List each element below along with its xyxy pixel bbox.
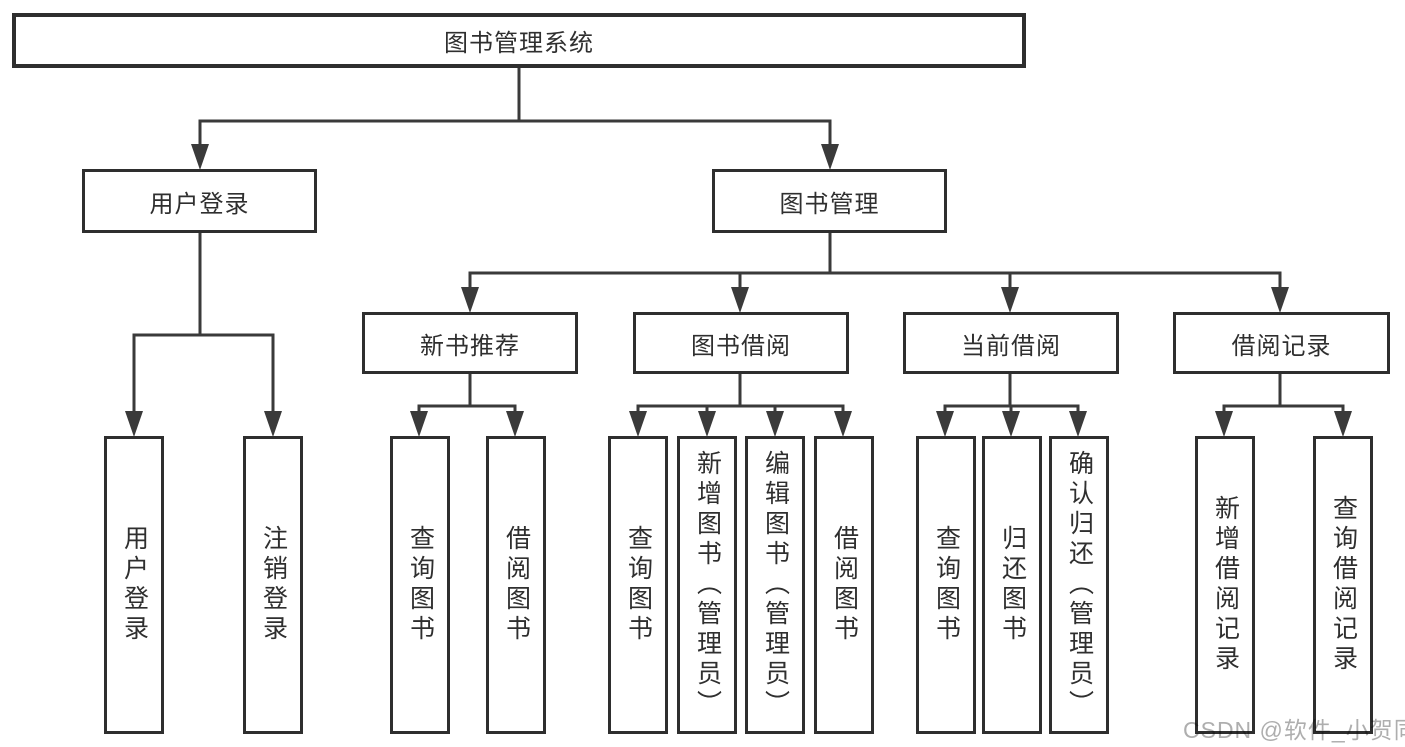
node-label: 用户登录: [149, 190, 250, 218]
node-library-management-system: 图书管理系统: [12, 13, 1026, 68]
leaf-label: 注销登录: [259, 525, 288, 645]
csdn-watermark: CSDN @软件_小贺同学: [1183, 717, 1405, 743]
node-new-book-recommendation: 新书推荐: [362, 312, 578, 374]
connector-current-borrow-to-leaves: [936, 374, 1087, 437]
leaf-label: 借阅图书: [502, 525, 531, 645]
leaf-label: 查询图书: [932, 525, 961, 645]
connector-borrow-records-to-leaves: [1215, 374, 1352, 437]
leaf-logout: 注销登录: [243, 436, 303, 734]
node-current-borrowing: 当前借阅: [903, 312, 1119, 374]
node-user-login: 用户登录: [82, 169, 317, 233]
node-book-management: 图书管理: [712, 169, 947, 233]
node-label: 图书借阅: [691, 332, 791, 360]
leaf-current-query-books: 查询图书: [916, 436, 976, 734]
connector-user-login-to-leaves: [125, 233, 282, 437]
leaf-user-login: 用户登录: [104, 436, 164, 734]
leaf-label: 确认归还（管理员）: [1065, 450, 1094, 720]
leaf-return-books: 归还图书: [982, 436, 1042, 734]
node-book-borrowing: 图书借阅: [633, 312, 849, 374]
connector-book-mgmt-to-groups: [461, 233, 1289, 313]
leaf-label: 查询借阅记录: [1329, 495, 1358, 675]
leaf-label: 用户登录: [120, 525, 149, 645]
connector-root-to-branches: [191, 66, 839, 170]
leaf-confirm-return-admin: 确认归还（管理员）: [1049, 436, 1109, 734]
leaf-borrow-books: 借阅图书: [814, 436, 874, 734]
node-borrowing-records: 借阅记录: [1173, 312, 1390, 374]
leaf-label: 新增图书（管理员）: [693, 450, 722, 720]
leaf-newrec-borrow-books: 借阅图书: [486, 436, 546, 734]
leaf-borrow-query-books: 查询图书: [608, 436, 668, 734]
leaf-label: 查询图书: [406, 525, 435, 645]
leaf-add-book-admin: 新增图书（管理员）: [677, 436, 737, 734]
node-label: 图书管理: [779, 190, 880, 218]
leaf-label: 编辑图书（管理员）: [761, 450, 790, 720]
node-label: 借阅记录: [1231, 332, 1332, 360]
leaf-label: 借阅图书: [830, 525, 859, 645]
leaf-edit-book-admin: 编辑图书（管理员）: [745, 436, 805, 734]
node-label: 图书管理系统: [444, 30, 594, 57]
leaf-label: 新增借阅记录: [1211, 495, 1240, 675]
connector-book-borrow-to-leaves: [629, 374, 852, 437]
node-label: 新书推荐: [420, 332, 520, 360]
connector-new-book-rec-to-leaves: [410, 374, 524, 437]
leaf-query-borrow-record: 查询借阅记录: [1313, 436, 1373, 734]
leaf-label: 归还图书: [998, 525, 1027, 645]
leaf-add-borrow-record: 新增借阅记录: [1195, 436, 1255, 734]
node-label: 当前借阅: [961, 332, 1061, 360]
leaf-label: 查询图书: [624, 525, 653, 645]
leaf-newrec-query-books: 查询图书: [390, 436, 450, 734]
